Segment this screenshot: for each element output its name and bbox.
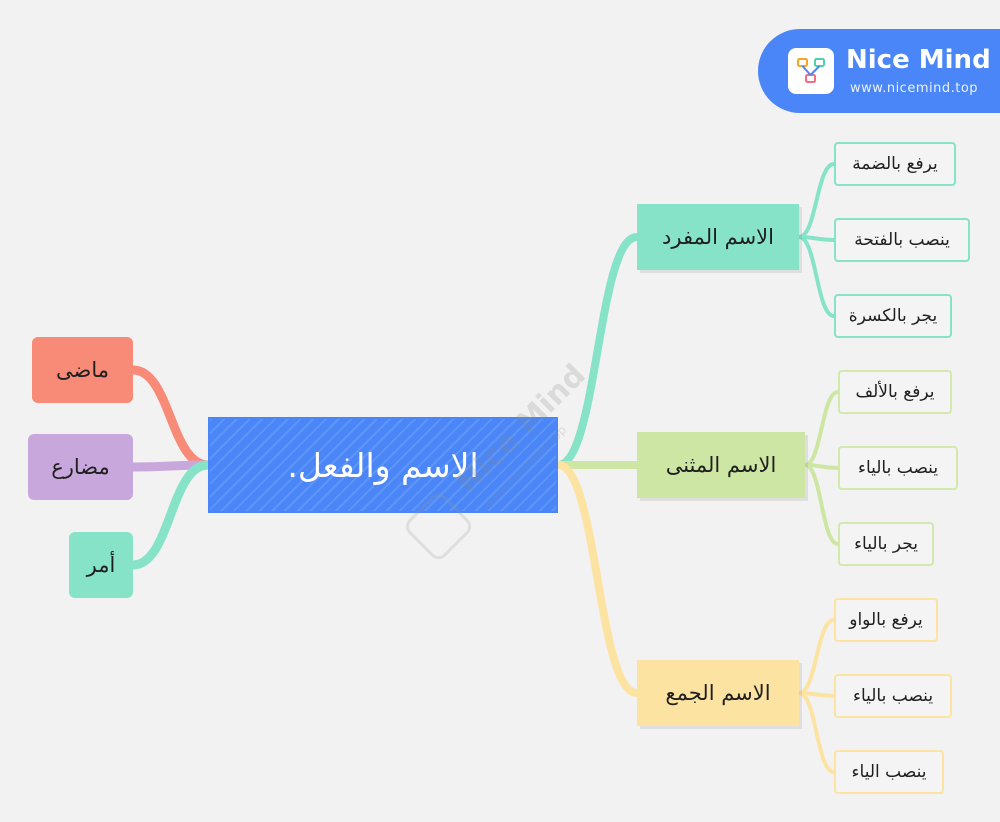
leaf-topic[interactable]: يجر بالكسرة [834, 294, 952, 338]
leaf-connector [797, 618, 836, 695]
root-topic[interactable]: الاسم والفعل. [208, 417, 558, 513]
branch-topic-label: الاسم الجمع [665, 681, 771, 705]
leaf-topic-label: يجر بالكسرة [848, 306, 938, 326]
left-connector [128, 365, 213, 470]
left-topic-present[interactable]: مضارع [28, 434, 133, 500]
leaf-topic[interactable]: ينصب بالفتحة [834, 218, 970, 262]
leaf-topic[interactable]: ينصب بالياء [834, 674, 952, 718]
left-topic-label: مضارع [51, 455, 110, 479]
leaf-topic[interactable]: يجر بالياء [838, 522, 934, 566]
leaf-topic-label: ينصب بالياء [857, 458, 939, 478]
branch-connector [554, 461, 641, 697]
branch-topic-dual[interactable]: الاسم المثنى [637, 432, 805, 498]
leaf-connector [797, 162, 836, 239]
branch-topic-plural[interactable]: الاسم الجمع [637, 660, 799, 726]
leaf-connector [803, 390, 840, 467]
left-topic-label: ماضى [56, 358, 109, 382]
leaf-topic[interactable]: ينصب بالياء [838, 446, 958, 490]
left-topic-label: أمر [86, 553, 116, 577]
left-connector [128, 460, 213, 570]
leaf-topic-label: يرفع بالواو [849, 610, 923, 630]
leaf-connector [797, 235, 836, 318]
brand-name: Nice Mind [846, 45, 991, 75]
brand-badge[interactable]: Nice Mind www.nicemind.top [758, 29, 1000, 113]
left-topic-imperative[interactable]: أمر [69, 532, 133, 598]
branch-connector [554, 233, 641, 469]
leaf-topic-label: يرفع بالضمة [852, 154, 938, 174]
leaf-topic-label: ينصب بالياء [852, 686, 934, 706]
watermark-logo-icon [401, 489, 476, 564]
branch-topic-label: الاسم المفرد [662, 225, 774, 249]
root-topic-label: الاسم والفعل. [287, 445, 479, 485]
leaf-connector [797, 691, 836, 774]
leaf-topic[interactable]: يرفع بالألف [838, 370, 952, 414]
left-topic-past[interactable]: ماضى [32, 337, 133, 403]
leaf-topic[interactable]: يرفع بالضمة [834, 142, 956, 186]
brand-url: www.nicemind.top [850, 81, 979, 96]
leaf-topic[interactable]: يرفع بالواو [834, 598, 938, 642]
leaf-topic-label: يجر بالياء [854, 534, 918, 554]
mindmap-logo-icon [788, 48, 834, 94]
branch-topic-label: الاسم المثنى [665, 453, 777, 477]
leaf-connector [803, 463, 840, 546]
leaf-topic-label: ينصب بالفتحة [854, 230, 950, 250]
leaf-topic[interactable]: ينصب الياء [834, 750, 944, 794]
leaf-topic-label: ينصب الياء [851, 762, 927, 782]
branch-topic-singular[interactable]: الاسم المفرد [637, 204, 799, 270]
leaf-topic-label: يرفع بالألف [855, 382, 935, 402]
